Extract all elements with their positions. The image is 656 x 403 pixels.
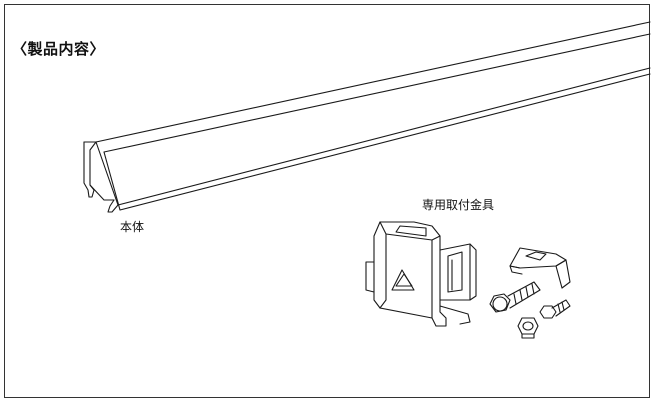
small-bolt xyxy=(539,299,571,319)
label-main-body: 本体 xyxy=(120,220,145,234)
angle-bracket xyxy=(509,247,571,289)
section-title: 〈製品内容〉 xyxy=(12,40,106,58)
mounting-clip xyxy=(365,221,477,327)
hex-bolt xyxy=(489,281,541,313)
hex-nut xyxy=(517,317,539,339)
label-mounting-fittings: 専用取付金具 xyxy=(422,198,495,212)
diagram-frame xyxy=(4,4,650,398)
main-rail xyxy=(83,21,651,213)
